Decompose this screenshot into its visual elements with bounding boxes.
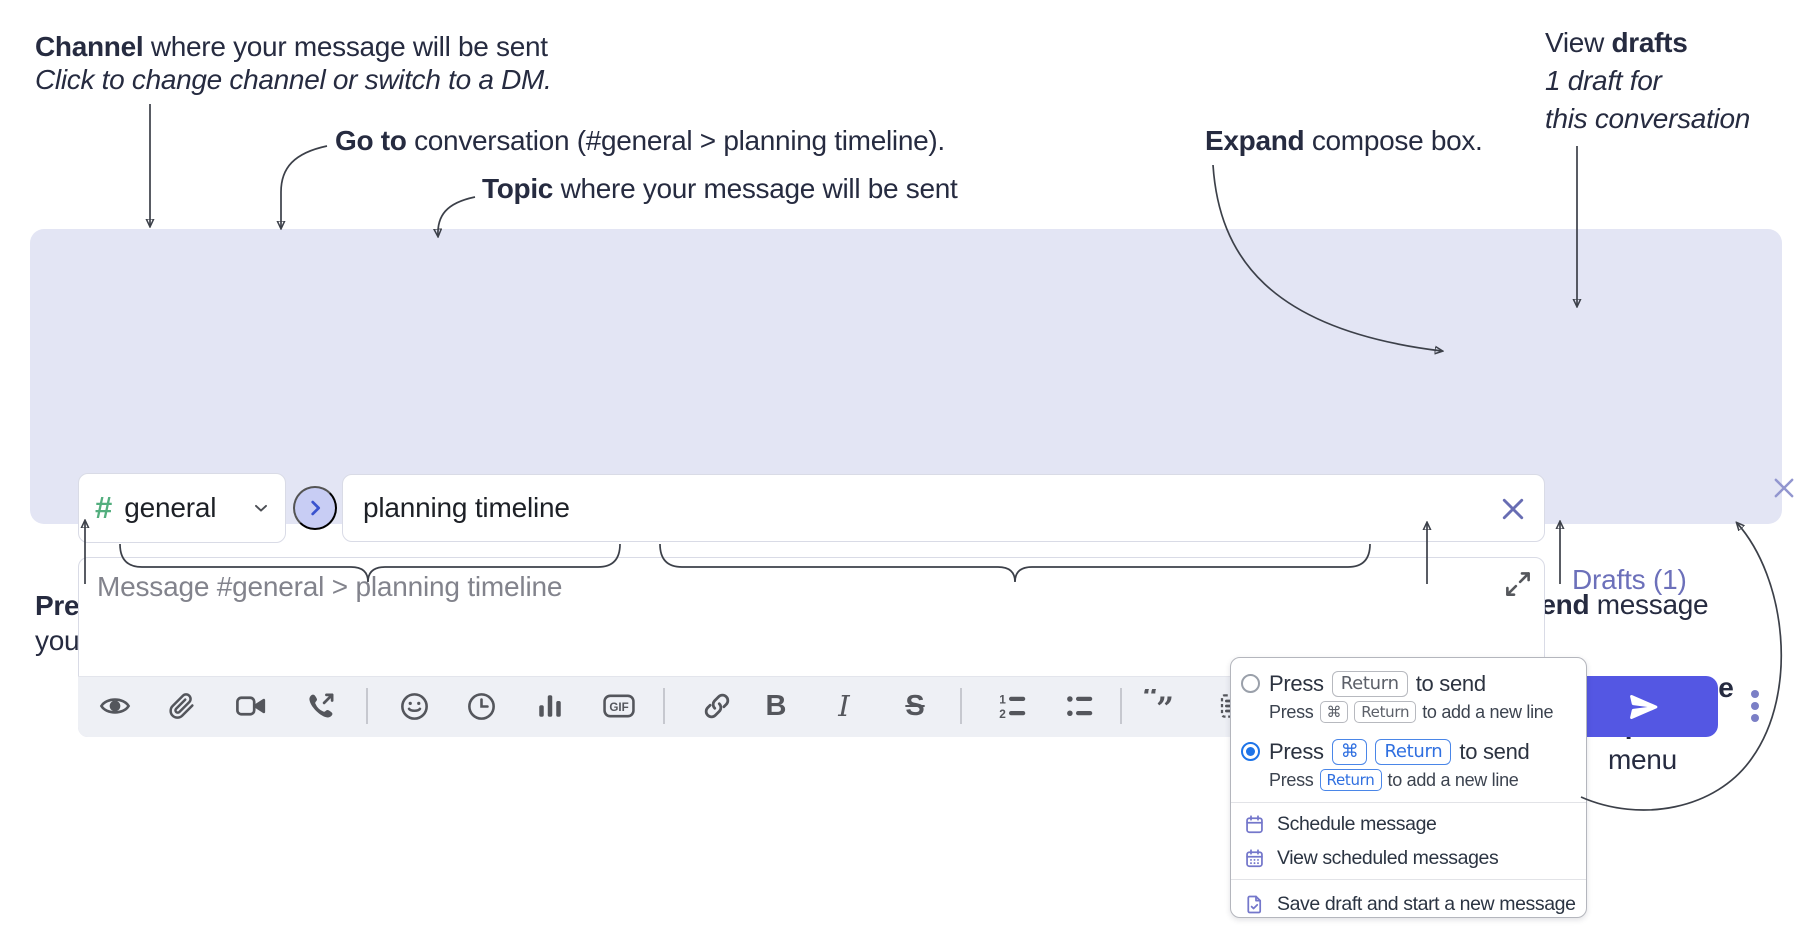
toolbar-divider bbox=[663, 688, 665, 724]
channel-hash-icon: # bbox=[95, 490, 113, 525]
channel-note-line2: Click to change channel or switch to a D… bbox=[35, 64, 552, 95]
topic-input[interactable] bbox=[342, 474, 1545, 542]
blockquote-icon[interactable]: “” bbox=[1137, 684, 1181, 728]
call-icon[interactable] bbox=[298, 684, 342, 728]
radio-selected-icon[interactable] bbox=[1241, 742, 1260, 761]
drafts-link[interactable]: Drafts (1) bbox=[1572, 564, 1687, 595]
chevron-right-icon bbox=[304, 497, 326, 519]
option-cmd-return-to-send[interactable]: Press ⌘ Return to send Press Return to a… bbox=[1231, 736, 1586, 798]
bulleted-list-icon[interactable] bbox=[1058, 684, 1102, 728]
cmd-keycap: ⌘ bbox=[1319, 701, 1349, 723]
goto-note: Go to conversation (#general > planning … bbox=[335, 125, 945, 156]
channel-note-line1: Channel where your message will be sent bbox=[35, 31, 548, 62]
calendar-grid-icon bbox=[1244, 848, 1265, 869]
recent-icon[interactable] bbox=[459, 684, 503, 728]
compose-box: # general Drafts (1) bbox=[30, 229, 1794, 737]
option-return-to-send[interactable]: Press Return to send Press ⌘ Return to a… bbox=[1231, 668, 1586, 730]
calendar-icon bbox=[1244, 814, 1265, 835]
return-keycap: Return bbox=[1354, 701, 1417, 723]
return-keycap: Return bbox=[1375, 739, 1452, 765]
svg-text:“: “ bbox=[1142, 689, 1160, 715]
svg-text:GIF: GIF bbox=[609, 701, 628, 714]
save-draft-item[interactable]: Save draft and start a new message bbox=[1231, 884, 1586, 924]
menu-divider bbox=[1231, 879, 1586, 880]
svg-text:”: ” bbox=[1156, 691, 1174, 723]
schedule-message-item[interactable]: Schedule message bbox=[1231, 807, 1586, 841]
bold-icon[interactable]: B bbox=[754, 684, 798, 728]
svg-text:2: 2 bbox=[999, 707, 1006, 721]
radio-unselected-icon[interactable] bbox=[1241, 674, 1260, 693]
toolbar-divider bbox=[366, 688, 368, 724]
draft-check-icon bbox=[1244, 894, 1265, 915]
channel-name: general bbox=[124, 492, 217, 523]
strikethrough-icon[interactable]: S bbox=[893, 684, 937, 728]
link-icon[interactable] bbox=[695, 684, 739, 728]
view-scheduled-messages-item[interactable]: View scheduled messages bbox=[1231, 841, 1586, 875]
compose-options-icon[interactable] bbox=[1733, 684, 1777, 728]
return-keycap: Return bbox=[1319, 769, 1382, 791]
preview-icon[interactable] bbox=[93, 684, 137, 728]
compose-options-menu: Press Return to send Press ⌘ Return to a… bbox=[1230, 657, 1587, 918]
send-button[interactable] bbox=[1570, 676, 1718, 737]
toolbar-divider bbox=[960, 688, 962, 724]
attachment-icon[interactable] bbox=[160, 684, 204, 728]
svg-text:1: 1 bbox=[999, 693, 1006, 707]
expand-icon[interactable] bbox=[1500, 566, 1536, 602]
channel-note: Channel where your message will be sent … bbox=[35, 30, 552, 96]
clear-topic-icon[interactable] bbox=[1496, 492, 1530, 526]
close-icon[interactable] bbox=[1768, 472, 1800, 504]
menu-divider bbox=[1231, 802, 1586, 803]
channel-selector[interactable]: # general bbox=[78, 473, 286, 543]
toolbar-divider bbox=[1120, 688, 1122, 724]
go-to-conversation-button[interactable] bbox=[293, 486, 337, 530]
view-drafts-note: View drafts 1 draft for this conversatio… bbox=[1545, 27, 1751, 134]
cmd-keycap: ⌘ bbox=[1331, 739, 1368, 765]
paper-plane-icon bbox=[1627, 690, 1661, 724]
expand-note: Expand compose box. bbox=[1205, 125, 1483, 156]
italic-icon[interactable]: I bbox=[822, 684, 866, 728]
return-keycap: Return bbox=[1331, 671, 1408, 697]
poll-icon[interactable] bbox=[528, 684, 572, 728]
emoji-icon[interactable] bbox=[392, 684, 436, 728]
video-icon[interactable] bbox=[229, 684, 273, 728]
goto-arrow bbox=[281, 145, 328, 228]
chevron-down-icon bbox=[251, 498, 271, 518]
gif-icon[interactable]: GIF bbox=[597, 684, 641, 728]
topic-note: Topic where your message will be sent bbox=[482, 173, 958, 204]
